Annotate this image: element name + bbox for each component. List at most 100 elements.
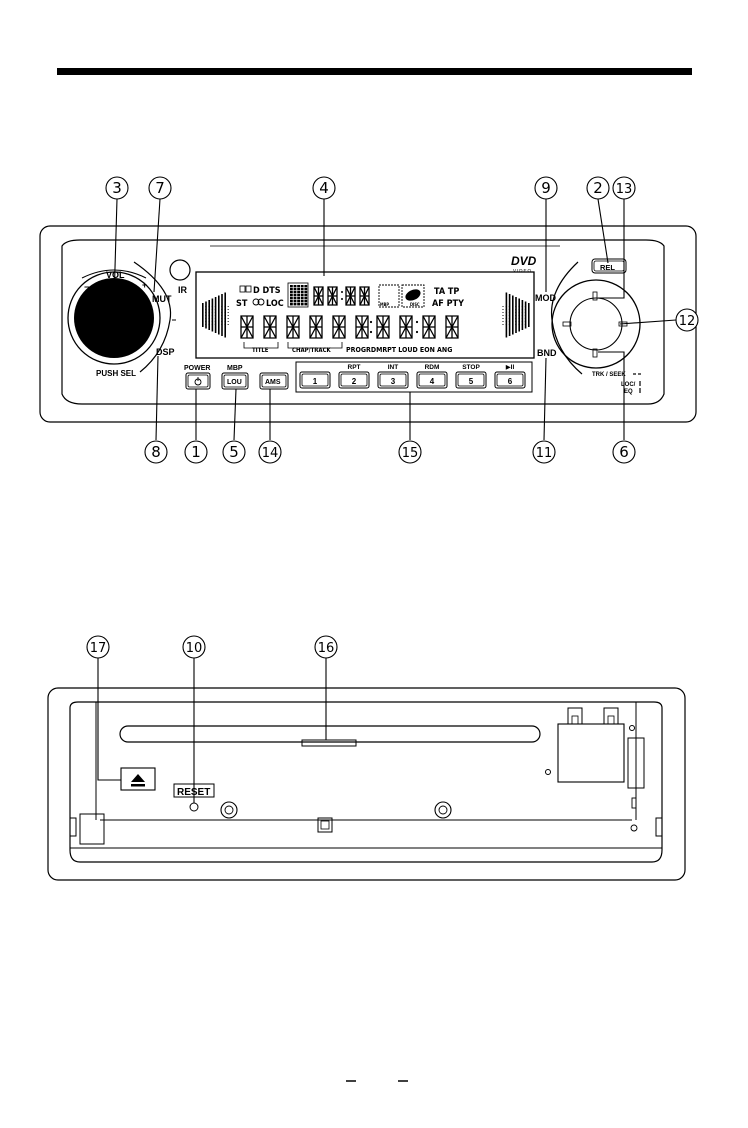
callout-3: 3 (105, 176, 129, 200)
callout-5: 5 (222, 440, 246, 464)
mbp-label: MBP (227, 365, 243, 372)
svg-text:8: 8 (151, 443, 161, 461)
rear-panel (47, 687, 686, 881)
svg-text:1: 1 (191, 443, 201, 461)
svg-text:6: 6 (619, 443, 629, 461)
preset-key-label: 4 (430, 377, 435, 386)
preset-button-5[interactable]: 5 STOP (455, 364, 487, 389)
preset-button-1[interactable]: 1 (299, 371, 331, 389)
preset-function-label: ▶II (506, 364, 515, 371)
ams-label: AMS (265, 379, 281, 386)
loc-eq-label: LOC/ (621, 382, 636, 388)
preset-key-label: 1 (313, 377, 318, 386)
dsp-button[interactable]: DSP (156, 347, 175, 357)
rel-button[interactable]: REL (591, 258, 627, 274)
svg-text:9: 9 (541, 179, 551, 197)
callouts-rear: 17 10 16 (86, 635, 338, 659)
dolby-dts: D DTS (253, 286, 281, 296)
callout-17: 17 (86, 635, 110, 659)
preset-button-6[interactable]: 6 ▶II (494, 364, 526, 389)
callout-8: 8 (144, 440, 168, 464)
rel-label: REL (600, 263, 615, 272)
loc-indicator: LOC (266, 299, 284, 309)
bottom-indicators: PROGRDMRPT LOUD EON ANG (346, 346, 452, 354)
trk-seek-label: TRK / SEEK (592, 372, 626, 378)
callout-7: 7 (148, 176, 172, 200)
svg-text:13: 13 (616, 182, 633, 197)
svg-text:3: 3 (112, 179, 122, 197)
eject-button[interactable] (120, 767, 156, 791)
top-rule (57, 68, 692, 75)
callout-11: 11 (532, 440, 556, 464)
callout-14: 14 (258, 440, 282, 464)
preset-function-label: RPT (348, 364, 361, 371)
preset-button-2[interactable]: 2 RPT (338, 364, 370, 389)
callout-16: 16 (314, 635, 338, 659)
callout-13: 13 (612, 176, 636, 200)
lou-label: LOU (227, 379, 242, 386)
ams-button[interactable]: AMS (259, 372, 289, 390)
title-tag: TITLE (252, 347, 269, 354)
clock-digits (313, 286, 370, 306)
vol-minus: − (84, 282, 89, 292)
mod-button[interactable]: MOD (535, 293, 556, 303)
callout-1: 1 (184, 440, 208, 464)
svg-text:17: 17 (90, 641, 107, 656)
chap-track-tag: CHAP/TRACK (292, 347, 332, 354)
level-meter-left (202, 292, 229, 338)
dvd-logo: DVD VIDEO (511, 254, 537, 273)
ir-sensor (169, 259, 191, 281)
preset-function-label: INT (388, 364, 399, 371)
leader-lines-rear (97, 658, 327, 803)
svg-text:16: 16 (318, 641, 335, 656)
preset-button-4[interactable]: 4 RDM (416, 364, 448, 389)
st-indicator: ST (236, 299, 248, 309)
callout-15: 15 (398, 440, 422, 464)
dot-matrix (287, 282, 309, 308)
svg-text:12: 12 (679, 314, 696, 329)
callout-9: 9 (534, 176, 558, 200)
disc-small: DISC (410, 302, 420, 307)
main-characters (240, 315, 459, 339)
svg-text:14: 14 (262, 446, 279, 461)
vol-label: VOL (106, 270, 125, 280)
preset-bank (295, 361, 533, 393)
leader-lines-front (113, 198, 677, 441)
push-sel-label: PUSH SEL (96, 369, 136, 378)
vol-plus: + (142, 280, 147, 290)
svg-text:11: 11 (536, 446, 553, 461)
svg-text:5: 5 (229, 443, 239, 461)
callout-10: 10 (182, 635, 206, 659)
bnd-button[interactable]: BND (537, 348, 557, 358)
level-meter-right (502, 292, 530, 338)
mbp-small: MBP (380, 302, 389, 307)
mut-button[interactable]: MUT (152, 294, 172, 304)
callout-12: 12 (675, 308, 699, 332)
preset-key-label: 3 (391, 377, 396, 386)
callout-2: 2 (586, 176, 610, 200)
svg-text:2: 2 (593, 179, 603, 197)
svg-text:15: 15 (402, 446, 419, 461)
callout-6: 6 (612, 440, 636, 464)
preset-function-label: STOP (462, 364, 480, 371)
svg-text:7: 7 (155, 179, 165, 197)
power-button[interactable] (185, 372, 211, 390)
svg-text:10: 10 (186, 641, 203, 656)
callout-4: 4 (312, 176, 336, 200)
preset-key-label: 6 (508, 377, 513, 386)
preset-function-label: RDM (425, 364, 440, 371)
svg-text:4: 4 (319, 179, 329, 197)
preset-key-label: 5 (469, 377, 474, 386)
eq-label: EQ (624, 389, 633, 395)
lou-button[interactable]: LOU (221, 372, 249, 390)
volume-knob[interactable]: VOL − + PUSH SEL (67, 269, 161, 378)
preset-buttons: 1 2 RPT 3 INT 4 RDM 5 STOP 6 ▶II (299, 364, 526, 389)
svg-text:DVD: DVD (511, 254, 537, 268)
ir-label: IR (178, 285, 188, 295)
ta-tp: TA TP (434, 287, 459, 297)
lcd-display: D DTS ST LOC MBP DISC TA TP AF PTY TITLE… (195, 271, 535, 359)
preset-key-label: 2 (352, 377, 357, 386)
preset-button-3[interactable]: 3 INT (377, 364, 409, 389)
af-pty: AF PTY (432, 299, 464, 309)
